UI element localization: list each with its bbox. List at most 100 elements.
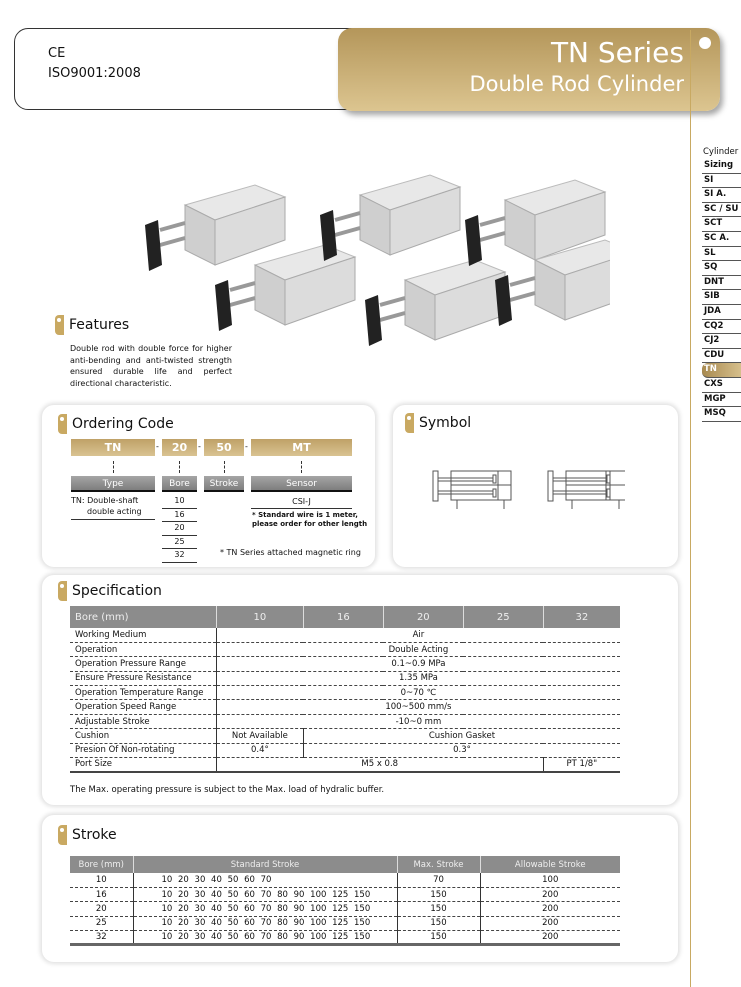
heading-tab-icon bbox=[55, 315, 64, 335]
spec-header-cell: 10 bbox=[215, 606, 304, 628]
spec-value: Air bbox=[215, 628, 620, 643]
stroke-cell: 10 20 30 40 50 60 70 80 90 100 125 150 bbox=[132, 887, 397, 903]
spec-header-cell: 25 bbox=[462, 606, 544, 628]
bore-option: 10 bbox=[162, 495, 197, 509]
spec-label: Ensure Pressure Resistance bbox=[70, 671, 217, 687]
certifications: CE ISO9001:2008 bbox=[48, 44, 141, 84]
spec-value: PT 1/8" bbox=[542, 757, 620, 773]
cylinder-product-image bbox=[145, 184, 287, 271]
features-title: Features bbox=[69, 317, 130, 333]
title-banner: TN Series Double Rod Cylinder bbox=[338, 28, 720, 111]
nav-item-sizing[interactable]: Sizing bbox=[702, 159, 741, 174]
spec-value: 0.3° bbox=[302, 743, 620, 759]
features-text: Double rod with double force for higher … bbox=[70, 344, 232, 388]
spec-value: 1.35 MPa bbox=[215, 671, 620, 687]
ce-mark: CE bbox=[48, 46, 66, 61]
spec-header-cell: 16 bbox=[302, 606, 384, 628]
spec-value: 0.4° bbox=[215, 743, 304, 759]
nav-item-mgp[interactable]: MGP bbox=[702, 393, 741, 408]
nav-item-jda[interactable]: JDA bbox=[702, 305, 741, 320]
sensor-value: CSI-J bbox=[251, 495, 352, 509]
connector bbox=[301, 461, 302, 473]
spec-value: Cushion Gasket bbox=[302, 728, 620, 744]
nav-title: Cylinder bbox=[703, 147, 739, 157]
symbol-heading: Symbol bbox=[405, 413, 471, 433]
divider-line bbox=[690, 30, 691, 987]
stroke-cell: 10 20 30 40 50 60 70 80 90 100 125 150 bbox=[132, 930, 397, 947]
spec-label: Working Medium bbox=[70, 628, 217, 643]
stroke-cell: 32 bbox=[70, 930, 133, 947]
stroke-header-cell: Standard Stroke bbox=[132, 856, 397, 873]
nav-item-si-a-[interactable]: SI A. bbox=[702, 188, 741, 203]
cylinder-product-image bbox=[465, 179, 607, 266]
sensor-note: * Standard wire is 1 meter, please order… bbox=[252, 511, 367, 529]
stroke-cell: 70 bbox=[396, 873, 480, 888]
nav-item-sib[interactable]: SIB bbox=[702, 290, 741, 305]
stroke-cell: 200 bbox=[479, 887, 620, 903]
label-type: Type bbox=[71, 476, 155, 492]
nav-item-sq[interactable]: SQ bbox=[702, 261, 741, 276]
spec-value: M5 x 0.8 bbox=[215, 757, 544, 773]
stroke-header-cell: Bore (mm) bbox=[70, 856, 133, 873]
stroke-cell: 25 bbox=[70, 916, 133, 932]
symbol-card bbox=[393, 405, 678, 567]
spec-label: Operation Pressure Range bbox=[70, 656, 217, 672]
nav-item-cq2[interactable]: CQ2 bbox=[702, 320, 741, 335]
heading-tab-icon bbox=[58, 581, 67, 601]
series-title: TN Series bbox=[550, 36, 684, 69]
spec-header-cell: Bore (mm) bbox=[70, 606, 217, 628]
heading-tab-icon bbox=[405, 413, 414, 433]
nav-item-sc-su[interactable]: SC / SU bbox=[702, 203, 741, 218]
stroke-cell: 150 bbox=[396, 916, 480, 932]
nav-item-cdu[interactable]: CDU bbox=[702, 349, 741, 364]
spec-label: Operation Temperature Range bbox=[70, 685, 217, 701]
spec-value: Not Available bbox=[215, 728, 304, 744]
spec-label: Operation bbox=[70, 642, 217, 658]
code-type: TN bbox=[71, 439, 155, 456]
spec-label: Adjustable Stroke bbox=[70, 714, 217, 730]
connector bbox=[224, 461, 225, 473]
bore-option: 32 bbox=[162, 549, 197, 563]
nav-item-cxs[interactable]: CXS bbox=[702, 378, 741, 393]
nav-item-cj2[interactable]: CJ2 bbox=[702, 334, 741, 349]
note-line: please order for other length bbox=[252, 520, 368, 528]
separator: - bbox=[156, 442, 159, 451]
bore-option: 20 bbox=[162, 522, 197, 536]
nav-item-sl[interactable]: SL bbox=[702, 247, 741, 262]
nav-item-tn[interactable]: TN bbox=[702, 363, 741, 378]
cylinder-product-image bbox=[320, 174, 462, 261]
stroke-cell: 200 bbox=[479, 901, 620, 917]
stroke-cell: 10 20 30 40 50 60 70 80 90 100 125 150 bbox=[132, 916, 397, 932]
stroke-cell: 10 20 30 40 50 60 70 bbox=[132, 873, 397, 888]
stroke-cell: 10 20 30 40 50 60 70 80 90 100 125 150 bbox=[132, 901, 397, 917]
nav-item-dnt[interactable]: DNT bbox=[702, 276, 741, 291]
code-sensor: MT bbox=[251, 439, 352, 456]
type-desc-line: double acting bbox=[87, 507, 142, 516]
nav-item-sct[interactable]: SCT bbox=[702, 217, 741, 232]
stroke-cell: 20 bbox=[70, 901, 133, 917]
series-subtitle: Double Rod Cylinder bbox=[469, 72, 684, 96]
nav-item-sc-a-[interactable]: SC A. bbox=[702, 232, 741, 247]
type-desc-line: TN: Double-shaft bbox=[71, 496, 139, 505]
cylinder-product-image bbox=[365, 259, 507, 346]
stroke-cell: 16 bbox=[70, 887, 133, 903]
nav-item-si[interactable]: SI bbox=[702, 174, 741, 189]
code-stroke: 50 bbox=[204, 439, 244, 456]
bullet-icon bbox=[699, 37, 711, 49]
stroke-header-cell: Max. Stroke bbox=[396, 856, 480, 873]
nav-item-msq[interactable]: MSQ bbox=[702, 407, 741, 422]
label-bore: Bore bbox=[162, 476, 197, 492]
heading-tab-icon bbox=[58, 414, 67, 434]
